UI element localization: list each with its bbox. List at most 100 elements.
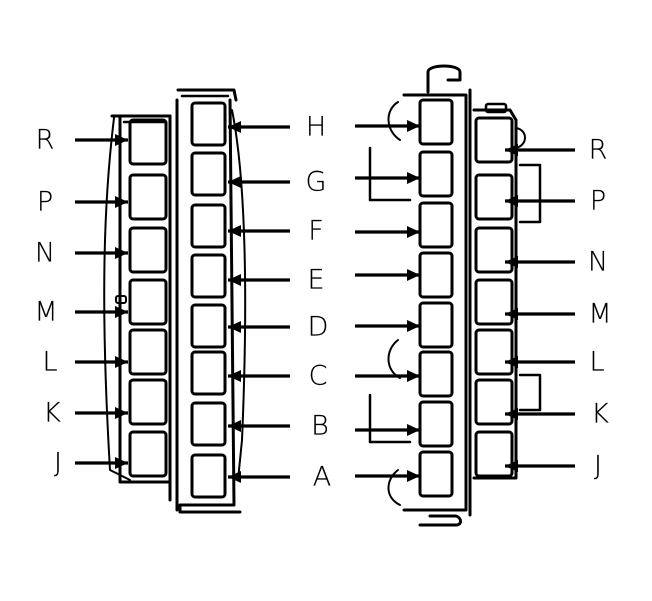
left-inner-housing-bottom xyxy=(178,98,242,514)
arrow-right-E-head xyxy=(407,269,420,281)
left-inner-housing-top xyxy=(176,88,238,102)
arrow-left-N-head xyxy=(115,247,128,259)
label-left-outer-J: J xyxy=(54,447,62,479)
label-left-inner-D: D xyxy=(307,311,329,343)
label-right-outer-L: L xyxy=(589,346,605,378)
cavity-right-C xyxy=(418,350,454,398)
cavity-left-A xyxy=(190,453,227,499)
left-inner-dashed-curve xyxy=(231,109,247,481)
arrow-right-D-head xyxy=(407,320,420,332)
arrow-left-C-head xyxy=(228,370,241,382)
arrow-left-H-head xyxy=(228,121,241,133)
arrow-left-K-head xyxy=(115,407,128,419)
cavity-left-N xyxy=(128,226,168,274)
cavity-left-C xyxy=(190,350,227,396)
label-left-outer-P: P xyxy=(36,186,54,218)
right-bracket-p xyxy=(518,163,542,224)
label-left-inner-F: F xyxy=(308,215,324,247)
cavity-left-M xyxy=(128,278,168,326)
right-latch-top xyxy=(387,101,401,141)
right-bracket-k xyxy=(518,373,542,412)
arrow-right-L-head xyxy=(505,356,518,368)
cavity-right-J xyxy=(474,430,514,478)
cavity-right-A xyxy=(418,450,454,498)
cavity-right-E xyxy=(418,251,454,299)
label-left-outer-M: M xyxy=(34,296,58,328)
arrow-left-D-head xyxy=(228,321,241,333)
cavity-right-H xyxy=(418,98,454,146)
arrow-right-P-head xyxy=(505,195,518,207)
cavity-left-L xyxy=(128,328,168,376)
label-left-inner-A: A xyxy=(312,461,332,493)
label-left-inner-C: C xyxy=(308,360,328,392)
cavity-right-M xyxy=(474,278,514,326)
arrow-right-F-head xyxy=(407,226,420,238)
right-inner-housing xyxy=(402,93,468,512)
right-latch-r xyxy=(515,127,526,149)
label-left-outer-L: L xyxy=(42,346,58,378)
right-bracket-g xyxy=(368,146,412,202)
arrow-right-C-head xyxy=(407,370,420,382)
left-latch-tab xyxy=(115,295,127,304)
arrow-left-P-head xyxy=(115,196,128,208)
cavity-left-K xyxy=(128,378,168,426)
arrow-right-J-head xyxy=(505,460,518,472)
label-right-outer-P: P xyxy=(589,185,607,217)
right-bracket-b xyxy=(368,393,412,444)
arrow-right-G-head xyxy=(407,172,420,184)
label-left-outer-R: R xyxy=(35,124,55,156)
arrow-right-H-head xyxy=(407,120,420,132)
right-latch-a xyxy=(387,469,401,506)
right-bottom-hook xyxy=(418,514,462,527)
cavity-left-B xyxy=(190,401,227,447)
label-left-inner-E: E xyxy=(307,264,325,296)
arrow-right-M-head xyxy=(505,308,518,320)
cavity-left-E xyxy=(190,253,227,299)
arrow-right-K-head xyxy=(505,408,518,420)
label-left-outer-N: N xyxy=(34,237,56,269)
arrow-right-N-head xyxy=(505,256,518,268)
cavity-right-L xyxy=(474,328,514,376)
label-left-inner-B: B xyxy=(311,410,329,442)
cavity-left-D xyxy=(190,303,227,349)
right-outer-housing xyxy=(472,108,518,480)
arrow-left-A-head xyxy=(228,471,241,483)
right-latch-c xyxy=(387,339,401,379)
label-right-outer-K: K xyxy=(591,398,609,430)
arrow-right-R-head xyxy=(505,144,518,156)
label-left-outer-K: K xyxy=(43,397,61,429)
arrow-left-R-head xyxy=(115,134,128,146)
cavity-right-G xyxy=(418,150,454,198)
cavity-right-B xyxy=(418,400,454,448)
label-right-outer-J: J xyxy=(594,450,602,482)
arrow-right-A-head xyxy=(407,470,420,482)
arrow-left-M-head xyxy=(115,306,128,318)
label-right-outer-R: R xyxy=(588,134,608,166)
cavity-right-N xyxy=(474,226,514,274)
right-top-hook xyxy=(426,64,462,94)
arrow-left-F-head xyxy=(228,225,241,237)
left-housing-outer xyxy=(118,114,172,484)
arrow-left-J-head xyxy=(115,457,128,469)
cavity-right-K xyxy=(474,378,514,426)
label-left-inner-G: G xyxy=(305,166,327,198)
cavity-right-R xyxy=(474,116,514,164)
arrow-left-B-head xyxy=(228,420,241,432)
left-housing-dashed-curve xyxy=(103,117,131,481)
arrow-left-L-head xyxy=(115,356,128,368)
cavity-right-P xyxy=(474,173,514,221)
label-right-outer-M: M xyxy=(588,298,612,330)
cavity-right-F xyxy=(418,201,454,249)
arrow-left-G-head xyxy=(228,176,241,188)
cavity-left-F xyxy=(190,203,227,249)
label-left-inner-H: H xyxy=(305,111,327,143)
cavity-left-J xyxy=(128,430,168,478)
label-right-outer-N: N xyxy=(587,246,609,278)
cavity-left-R xyxy=(128,118,168,166)
cavity-right-D xyxy=(418,301,454,349)
cavity-left-H xyxy=(190,101,227,147)
arrow-right-B-head xyxy=(407,424,420,436)
right-top-tab xyxy=(484,102,508,114)
